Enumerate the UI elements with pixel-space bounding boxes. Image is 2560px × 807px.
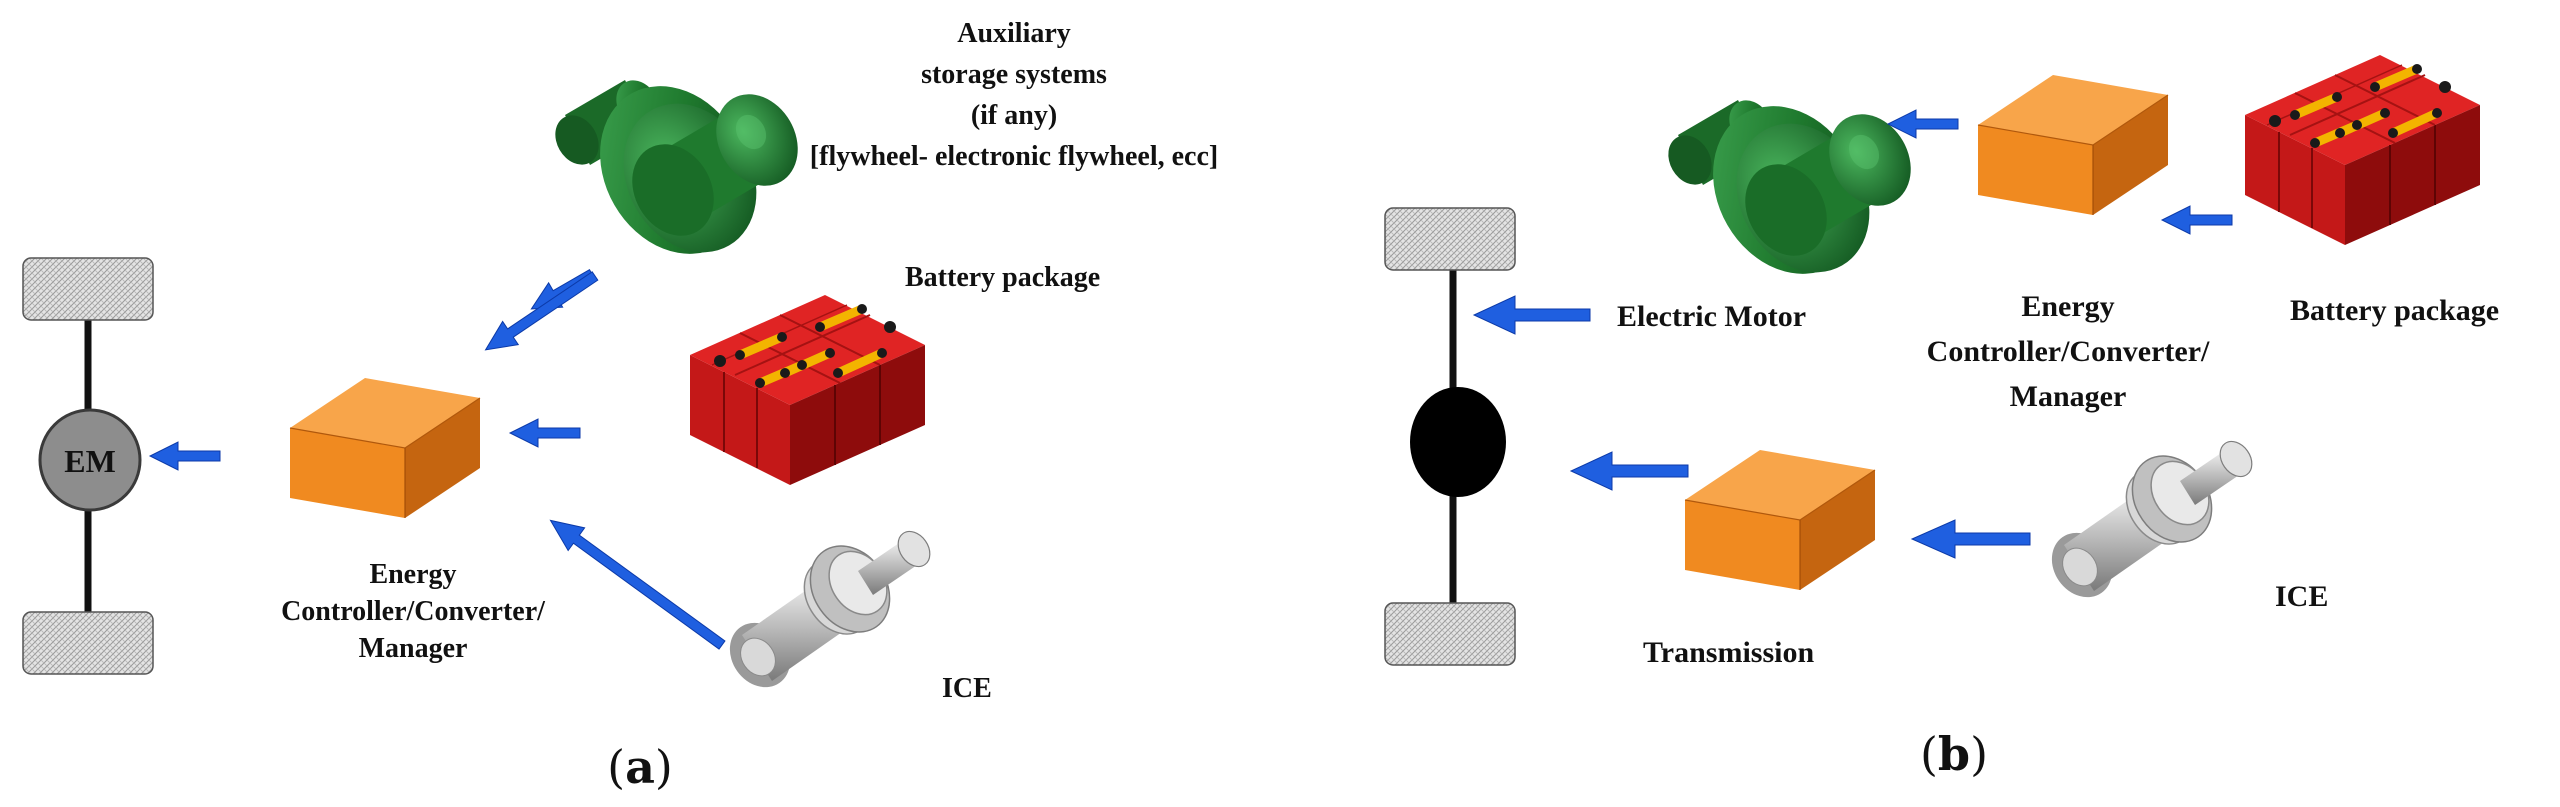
battery-package-label: Battery package [905, 262, 1100, 293]
svg-text:Manager: Manager [359, 633, 468, 664]
ice-label: ICE [942, 673, 992, 704]
energy-controller-icon [1977, 74, 2169, 216]
caption-b: (b) [1920, 727, 1988, 781]
auxiliary-storage-motor-icon [546, 58, 814, 282]
svg-text:storage systems: storage systems [921, 59, 1107, 90]
arrow-icon [1472, 295, 1591, 335]
svg-text:Energy: Energy [369, 559, 456, 590]
battery-package-label: Battery package [2290, 294, 2499, 327]
ice-label: ICE [2275, 580, 2328, 613]
svg-text:(if any): (if any) [971, 100, 1057, 131]
ice-engine-icon [716, 524, 938, 700]
svg-text:Controller/Converter/: Controller/Converter/ [281, 596, 546, 627]
transmission-icon [1684, 449, 1876, 591]
wheel-icon [1384, 207, 1516, 271]
electric-motor-em-icon: EM [38, 408, 142, 512]
energy-controller-label: Energy Controller/Converter/ Manager [1927, 290, 2210, 413]
svg-text:Controller/Converter/: Controller/Converter/ [1927, 335, 2210, 368]
arrow-icon [1887, 109, 1959, 139]
energy-controller-label: Energy Controller/Converter/ Manager [281, 559, 546, 664]
battery-package-icon [2245, 55, 2480, 245]
panel-a: EM Auxiliary storage systems (if any) [f… [22, 18, 1218, 794]
panel-b: Electric Motor Energy Controller/Convert… [1384, 55, 2499, 781]
auxiliary-storage-label: Auxiliary storage systems (if any) [flyw… [810, 18, 1218, 172]
energy-controller-icon [289, 377, 481, 519]
caption-a: (a) [607, 740, 673, 794]
electric-motor-icon [1659, 78, 1927, 302]
ice-engine-icon [2038, 434, 2260, 610]
arrow-icon [484, 271, 599, 351]
differential-icon [1410, 387, 1506, 497]
svg-text:Energy: Energy [2021, 290, 2114, 323]
wheel-icon [22, 257, 154, 321]
arrow-icon [1569, 451, 1689, 491]
svg-text:[flywheel- electronic flywheel: [flywheel- electronic flywheel, ecc] [810, 141, 1218, 172]
em-label: EM [64, 443, 116, 479]
transmission-label: Transmission [1643, 636, 1814, 669]
electric-motor-label: Electric Motor [1617, 300, 1806, 333]
arrow-icon [149, 441, 221, 471]
arrow-icon [2161, 205, 2233, 235]
svg-text:Manager: Manager [2010, 380, 2127, 413]
wheel-icon [1384, 602, 1516, 666]
arrow-icon [1910, 519, 2031, 559]
wheel-icon [22, 611, 154, 675]
svg-text:Auxiliary: Auxiliary [957, 18, 1071, 49]
arrow-icon [549, 519, 726, 650]
arrow-icon [509, 418, 581, 448]
battery-package-icon [690, 295, 925, 485]
